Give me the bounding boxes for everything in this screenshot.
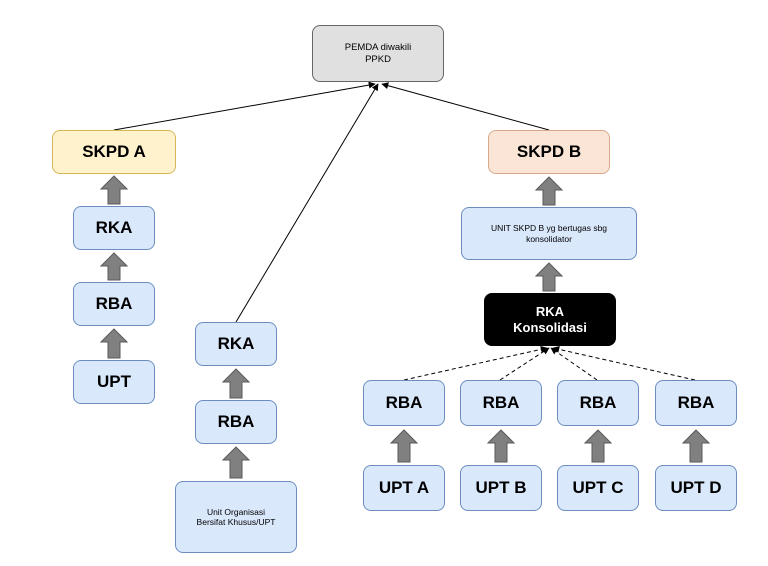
right-rba-node-1: RBA [363, 380, 445, 426]
up-block-arrow-8 [389, 429, 419, 463]
connector-middle-rka-to-pemda [235, 83, 379, 323]
up-block-arrow-11 [681, 429, 711, 463]
dashed-connector-rba-3 [550, 347, 598, 381]
upt-a-node: UPT A [363, 465, 445, 511]
up-block-arrow-5 [221, 446, 251, 479]
left-rka-node: RKA [73, 206, 155, 250]
connector-skpd-b-to-pemda [381, 82, 550, 131]
right-rba-node-4: RBA [655, 380, 737, 426]
block-arrows [99, 175, 711, 479]
pemda-node: PEMDA diwakili PPKD [312, 25, 444, 82]
right-rba-node-2: RBA [460, 380, 542, 426]
dashed-connector-rba-1 [403, 345, 548, 381]
connector-skpd-a-to-pemda [113, 81, 376, 131]
skpd-a-node: SKPD A [52, 130, 176, 174]
dashed-connector-rba-4 [552, 345, 696, 381]
dashed-connector-rba-2 [499, 347, 550, 381]
up-block-arrow-10 [583, 429, 613, 463]
up-block-arrow-9 [486, 429, 516, 463]
up-block-arrow-6 [534, 176, 564, 206]
up-block-arrow-1 [99, 175, 129, 205]
connector-lines [113, 81, 696, 381]
upt-d-node: UPT D [655, 465, 737, 511]
middle-rka-node: RKA [195, 322, 277, 366]
right-rba-node-3: RBA [557, 380, 639, 426]
upt-c-node: UPT C [557, 465, 639, 511]
middle-rba-node: RBA [195, 400, 277, 444]
up-block-arrow-7 [534, 262, 564, 292]
up-block-arrow-2 [99, 252, 129, 281]
rka-konsolidasi-node: RKA Konsolidasi [484, 293, 616, 346]
left-rba-node: RBA [73, 282, 155, 326]
up-block-arrow-4 [221, 368, 251, 399]
skpd-b-node: SKPD B [488, 130, 610, 174]
upt-b-node: UPT B [460, 465, 542, 511]
unit-organisasi-node: Unit Organisasi Bersifat Khusus/UPT [175, 481, 297, 553]
left-upt-node: UPT [73, 360, 155, 404]
unit-skpd-b-node: UNIT SKPD B yg bertugas sbg konsolidator [461, 207, 637, 260]
up-block-arrow-3 [99, 328, 129, 359]
